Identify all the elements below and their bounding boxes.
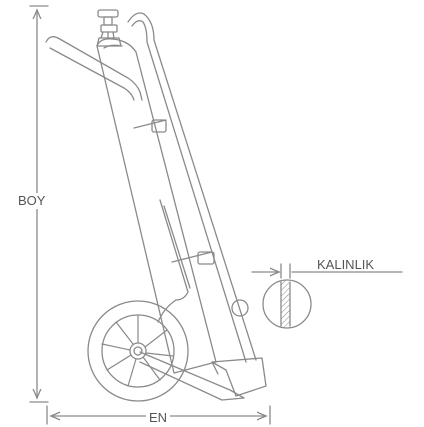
wheel-icon — [87, 300, 189, 402]
width-label: EN — [146, 410, 171, 426]
height-label: BOY — [16, 193, 48, 209]
gas-cylinder — [96, 38, 217, 374]
thickness-detail — [251, 263, 403, 329]
thickness-label: KALINLIK — [317, 257, 375, 272]
trolley-frame — [45, 12, 267, 401]
